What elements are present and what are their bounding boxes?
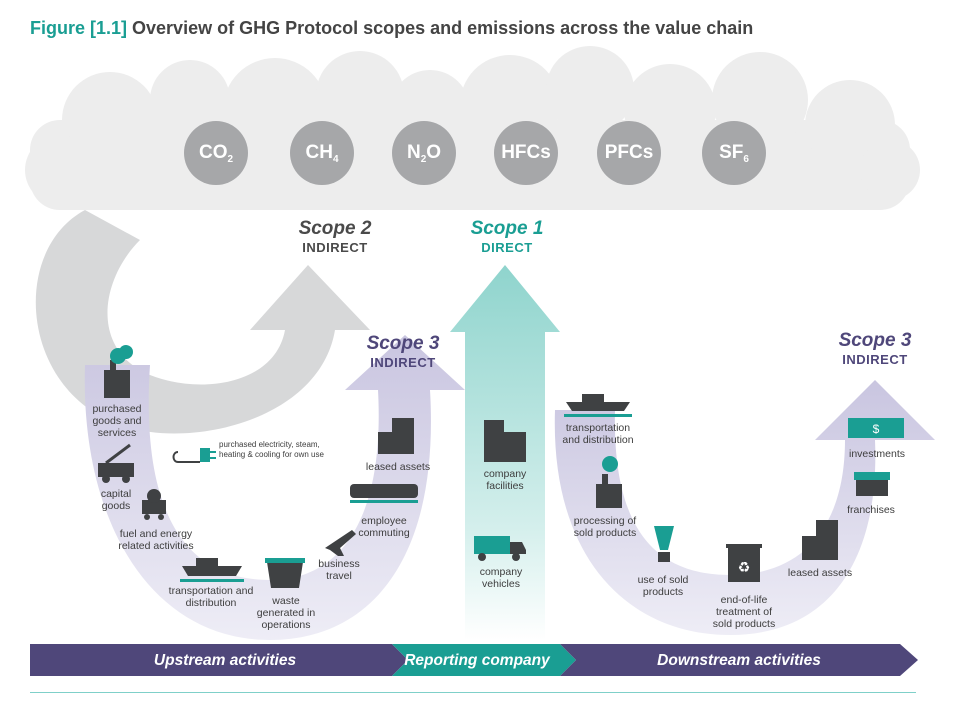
scope3-upstream-label: Scope 3 INDIRECT bbox=[366, 333, 440, 370]
downstream-ship-icon bbox=[564, 394, 632, 417]
label-upstream-leased-assets: leased assets bbox=[365, 461, 431, 473]
ship-icon bbox=[180, 558, 244, 582]
activity-band bbox=[30, 644, 918, 676]
svg-text:♻: ♻ bbox=[738, 559, 751, 575]
label-processing: processing of sold products bbox=[573, 515, 637, 539]
label-end-of-life: end-of-life treatment of sold products bbox=[712, 594, 776, 630]
label-downstream-transportation: transportation and distribution bbox=[562, 422, 634, 446]
train-icon bbox=[350, 484, 418, 503]
band-downstream-label: Downstream activities bbox=[657, 652, 821, 669]
gas-hfcs: HFCs bbox=[494, 121, 558, 185]
label-use-of-sold-products: use of sold products bbox=[637, 574, 689, 598]
band-reporting-label: Reporting company bbox=[404, 652, 550, 669]
label-company-facilities: company facilities bbox=[483, 468, 527, 492]
figure-number: Figure [1.1] bbox=[30, 18, 128, 38]
scope3-downstream-label: Scope 3 INDIRECT bbox=[838, 330, 912, 367]
company-facilities-icon bbox=[484, 420, 526, 462]
label-investments: investments bbox=[848, 448, 906, 460]
label-waste: waste generated in operations bbox=[256, 595, 316, 631]
svg-text:$: $ bbox=[873, 422, 880, 436]
label-company-vehicles: company vehicles bbox=[479, 566, 523, 590]
light-bulb-icon bbox=[654, 526, 674, 562]
leased-building-icon bbox=[802, 520, 838, 560]
scope3-upstream-arrow bbox=[84, 335, 465, 640]
figure-caption: Overview of GHG Protocol scopes and emis… bbox=[132, 18, 754, 38]
company-truck-icon bbox=[474, 536, 526, 561]
recycle-bin-icon: ♻ bbox=[726, 544, 762, 582]
power-plug-icon bbox=[172, 448, 216, 463]
label-employee-commuting: employee commuting bbox=[358, 515, 410, 539]
label-franchises: franchises bbox=[847, 504, 895, 516]
label-downstream-leased-assets: leased assets bbox=[787, 567, 853, 579]
label-capital-goods: capital goods bbox=[100, 488, 132, 512]
factory-icon bbox=[104, 345, 133, 398]
label-purchased-goods: purchased goods and services bbox=[92, 403, 142, 439]
scope3-downstream-arrow bbox=[554, 380, 935, 635]
bottom-rule bbox=[30, 692, 916, 693]
crane-truck-icon bbox=[98, 443, 134, 483]
emission-clouds bbox=[25, 46, 920, 210]
gas-pfcs: PFCs bbox=[597, 121, 661, 185]
label-upstream-transportation: transportation and distribution bbox=[168, 585, 254, 609]
dumpster-icon bbox=[265, 558, 305, 588]
storefront-icon bbox=[854, 472, 890, 496]
processing-factory-icon bbox=[596, 456, 622, 508]
office-building-icon bbox=[378, 418, 414, 454]
figure-title: Figure [1.1] Overview of GHG Protocol sc… bbox=[30, 18, 753, 39]
band-upstream-label: Upstream activities bbox=[153, 652, 297, 669]
label-business-travel: business travel bbox=[318, 558, 360, 582]
money-icon: $ bbox=[848, 418, 904, 438]
airplane-icon bbox=[325, 530, 356, 556]
label-fuel-energy: fuel and energy related activities bbox=[118, 528, 194, 552]
scope1-label: Scope 1 DIRECT bbox=[470, 218, 544, 255]
mining-cart-icon bbox=[142, 489, 166, 520]
scope2-label: Scope 2 INDIRECT bbox=[298, 218, 372, 255]
label-purchased-electricity: purchased electricity, steam, heating & … bbox=[219, 440, 324, 459]
